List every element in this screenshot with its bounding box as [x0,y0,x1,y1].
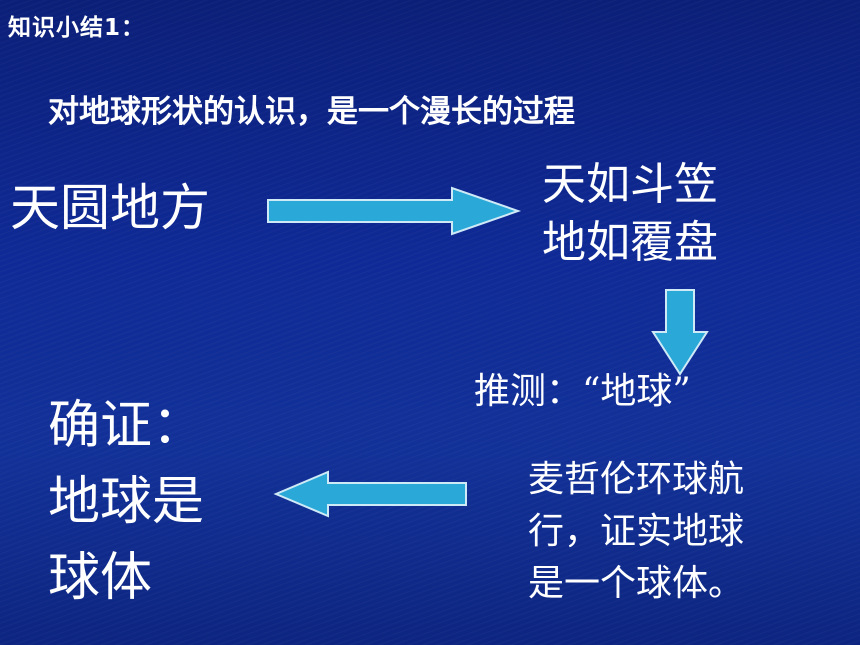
arrow-left-icon [273,470,467,518]
stage-magellan-voyage: 麦哲伦环球航 行，证实地球 是一个球体。 [528,454,744,610]
stage-confirmed-line: 球体 [48,548,153,608]
stage-magellan-line: 麦哲伦环球航 [528,459,745,500]
stage-dome-line: 天如斗笠 [542,159,718,210]
stage-confirmed-line: 确证： [48,396,205,456]
slide-subtitle: 对地球形状的认识，是一个漫长的过程 [48,94,575,130]
stage-magellan-line: 是一个球体。 [528,563,745,604]
stage-ancient-view: 天圆地方 [10,179,210,237]
stage-dome-view: 天如斗笠 地如覆盘 [542,156,718,272]
stage-magellan-line: 行，证实地球 [528,511,745,552]
stage-dome-line: 地如覆盘 [542,217,718,268]
stage-confirmed: 确证： 地球是 球体 [48,388,204,616]
stage-hypothesis: 推测：“地球” [474,371,691,412]
summary-heading: 知识小结1： [8,15,146,41]
arrow-down-icon [651,289,709,376]
stage-confirmed-line: 地球是 [48,472,205,532]
arrow-right-icon [267,186,522,236]
